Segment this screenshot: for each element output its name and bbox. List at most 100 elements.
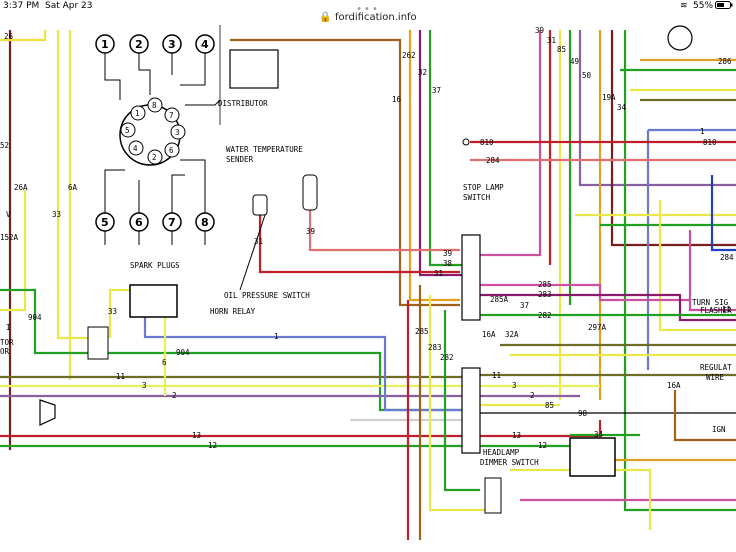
wire-number-label: 282 [538, 311, 552, 320]
wire-number-label: 31 [434, 269, 443, 278]
wire-1-horn [143, 300, 470, 412]
oil-pressure-switch-icon [252, 194, 268, 216]
wire-283-v [428, 295, 500, 512]
headlamp-dimmer-switch-box [569, 437, 616, 477]
turn-signal-label-2: FLASHER [700, 306, 732, 315]
plug-leads [104, 53, 206, 245]
wire-number-label: 12 [208, 441, 217, 450]
plug-7-label: 7 [168, 216, 176, 229]
wire-number-label: 19A [602, 93, 616, 102]
wire-32 [418, 30, 470, 277]
wire-yellow-low [510, 468, 652, 530]
svg-text:2: 2 [152, 153, 157, 162]
wire-number-label: 2 [172, 391, 177, 400]
bulkhead-connector-lower [461, 367, 481, 454]
turn-signal-label-1: TURN SIG [692, 298, 729, 307]
wire-number-label: 152A [0, 233, 19, 242]
wire-number-label: 285 [415, 327, 429, 336]
oil-pressure-label: OIL PRESSURE SWITCH [224, 291, 310, 300]
wire-number-label: 49 [570, 57, 579, 66]
wire-37 [428, 30, 470, 267]
wire-number-label: 37 [520, 301, 529, 310]
wire-horn-33 [108, 288, 130, 338]
svg-text:5: 5 [125, 126, 130, 135]
wire-number-label: 26A [14, 183, 28, 192]
headlamp-label-1: HEADLAMP [483, 448, 520, 457]
wire-number-label: 13 [512, 431, 521, 440]
wire-34 [623, 30, 736, 512]
stop-lamp-label-1: STOP LAMP [463, 183, 504, 192]
wire-number-label: 38 [443, 259, 453, 268]
wire-number-label: 11 [492, 371, 501, 380]
wire-number-label: 32 [418, 68, 427, 77]
wire-number-label: 285A [490, 295, 509, 304]
regulator-label-2: WIRE [706, 373, 725, 382]
wire-blue-v [710, 175, 736, 252]
wire-number-label: 904 [176, 348, 190, 357]
status-time: 3:37 PM [3, 1, 40, 11]
wire-39 [470, 30, 542, 257]
wire-number-label: 11 [722, 305, 731, 314]
wire-number-label: 284 [720, 253, 734, 262]
wire-number-labels: 26 52 26A 6A 33 V 152A 904 I 33 904 6 1 … [0, 26, 734, 450]
wire-number-label: 16A [482, 330, 496, 339]
wire-number-label: 37 [432, 86, 441, 95]
plug-3-label: 3 [168, 38, 176, 51]
wire-number-label: 6A [68, 183, 78, 192]
stop-lamp-label-2: SWITCH [463, 193, 491, 202]
wire-262 [408, 30, 460, 302]
wire-285 [480, 283, 690, 302]
plug-6-label: 6 [135, 216, 143, 229]
wire-number-label: 34 [617, 103, 627, 112]
wire-number-label: 39 [443, 249, 452, 258]
wires [0, 25, 736, 540]
left-label-2: OR [0, 347, 10, 356]
wire-number-label: 39 [306, 227, 315, 236]
wire-number-label: 50 [582, 71, 592, 80]
wifi-icon: ≋ [680, 1, 688, 11]
horn-relay-box [129, 284, 178, 318]
wire-number-label: 34 [594, 430, 604, 439]
status-date: Sat Apr 23 [45, 1, 93, 11]
wire-1-right [646, 128, 736, 370]
status-battery: 55% [693, 1, 714, 11]
connector-small [87, 326, 109, 360]
water-temp-label-2: SENDER [226, 155, 254, 164]
wire-number-label: 33 [108, 307, 117, 316]
plug-1-label: 1 [101, 38, 109, 51]
battery-icon [715, 0, 733, 13]
wire-282-v [443, 310, 480, 492]
wire-283 [480, 293, 736, 322]
wire-v [0, 190, 27, 312]
wire-number-label: 2 [530, 391, 535, 400]
wire-number-label: 284 [486, 156, 500, 165]
distributor-pointer [185, 99, 221, 106]
spark-plug-caps-bottom: 5 6 7 8 [95, 212, 215, 232]
wire-number-label: 282 [440, 353, 454, 362]
plug-2-label: 2 [135, 38, 143, 51]
plug-5-label: 5 [101, 216, 109, 229]
wire-number-label: 26 [4, 32, 14, 41]
wire-number-label: 39 [535, 26, 544, 35]
wire-number-label: 297A [588, 323, 607, 332]
wire-number-label: 85 [545, 401, 554, 410]
wire-number-label: 32A [505, 330, 519, 339]
water-temp-sender-icon [302, 174, 318, 211]
left-label-1: TOR [0, 338, 14, 347]
wire-number-label: 11 [116, 372, 125, 381]
ignition-label: IGN [712, 425, 726, 434]
lock-icon: 🔒 [319, 12, 332, 23]
address-bar[interactable]: ••• 🔒 fordification.info [0, 4, 736, 34]
wire-number-label: 52 [0, 141, 9, 150]
wire-number-label: 283 [428, 343, 442, 352]
horn-relay-label: HORN RELAY [210, 307, 256, 316]
svg-text:8: 8 [152, 101, 157, 110]
url-text[interactable]: 🔒 fordification.info [0, 12, 736, 23]
wire-number-label: 285 [538, 280, 552, 289]
wire-number-label: 98 [578, 409, 588, 418]
wire-number-label: 33 [52, 210, 61, 219]
plug-8-label: 8 [201, 216, 209, 229]
wire-number-label: 85 [557, 45, 566, 54]
plug-4-label: 4 [201, 38, 209, 51]
